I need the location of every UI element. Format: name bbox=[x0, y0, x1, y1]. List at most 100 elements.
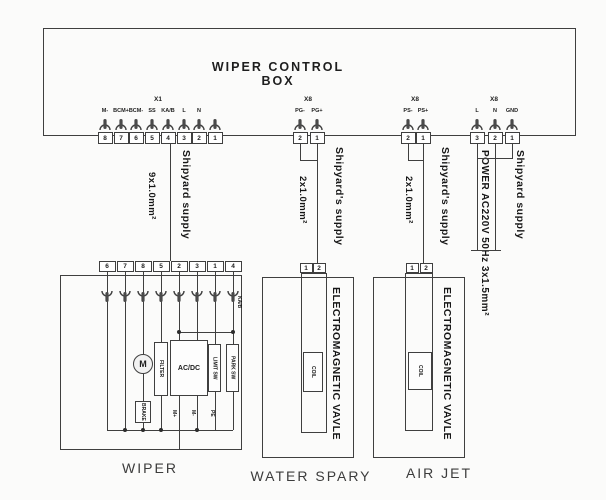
junction-dot bbox=[177, 330, 181, 334]
wire bbox=[215, 392, 216, 430]
terminal-hook-icon bbox=[402, 118, 414, 134]
wire bbox=[197, 272, 198, 340]
wire bbox=[512, 144, 513, 159]
wire bbox=[300, 160, 318, 161]
terminal-hook-icon bbox=[119, 287, 131, 303]
terminal-hook-icon bbox=[178, 118, 190, 134]
wire bbox=[408, 144, 409, 161]
junction-dot bbox=[159, 428, 163, 432]
terminal-hook-icon bbox=[209, 287, 221, 303]
terminal-hook-icon bbox=[227, 287, 239, 303]
limit-switch-box: LIMIT SW bbox=[208, 344, 221, 392]
terminal-number: 2 bbox=[419, 263, 433, 273]
terminal-hook-icon bbox=[137, 287, 149, 303]
terminal-hook-icon bbox=[115, 118, 127, 134]
wire bbox=[423, 144, 424, 263]
terminal-number: 2 bbox=[400, 132, 416, 144]
terminal-label: SS bbox=[148, 108, 156, 114]
terminal-hook-icon bbox=[489, 118, 501, 134]
terminal-hook-icon bbox=[99, 118, 111, 134]
brake-label: BRAKE bbox=[140, 403, 146, 421]
limit-switch-label: LIMIT SW bbox=[211, 356, 218, 380]
terminal-number: 1 bbox=[504, 132, 520, 144]
terminal-label: PS- bbox=[403, 108, 413, 114]
terminal-number: 1 bbox=[405, 263, 419, 273]
supply-label-wiper: Shipyard supply bbox=[180, 150, 192, 240]
terminal-hook-icon bbox=[506, 118, 518, 134]
terminal-hook-icon bbox=[146, 118, 158, 134]
terminal-number: 3 bbox=[176, 132, 192, 144]
wire bbox=[143, 272, 144, 354]
terminal-number: 6 bbox=[98, 261, 116, 272]
terminal-label: L bbox=[182, 108, 186, 114]
terminal-number: 1 bbox=[309, 132, 325, 144]
wire bbox=[179, 396, 180, 449]
power-rating-label: POWER AC220V 50Hz 3x1.5mm² bbox=[479, 150, 490, 317]
terminal-hook-icon bbox=[191, 287, 203, 303]
terminal-number: 4 bbox=[160, 132, 176, 144]
wire bbox=[300, 144, 301, 161]
terminal-number: 4 bbox=[224, 261, 242, 272]
terminal-label: PS+ bbox=[417, 108, 429, 114]
terminal-number: 2 bbox=[191, 132, 207, 144]
connector-group-label: X8 bbox=[411, 96, 419, 103]
brake-box: BRAKE bbox=[135, 401, 151, 423]
terminal-number: 2 bbox=[292, 132, 308, 144]
wire bbox=[161, 396, 162, 430]
terminal-number: 3 bbox=[469, 132, 485, 144]
wire bbox=[477, 144, 478, 250]
terminal-label: KA/B bbox=[161, 108, 175, 114]
wire bbox=[408, 160, 424, 161]
air-jet-valve-box bbox=[373, 277, 465, 458]
cable-size-label-water: 2x1.0mm² bbox=[297, 176, 308, 224]
wire bbox=[143, 423, 144, 430]
terminal-label: PG+ bbox=[311, 108, 323, 114]
acdc-converter-box: AC/DC bbox=[170, 340, 208, 396]
terminal-number: 7 bbox=[113, 132, 129, 144]
terminal-hook-icon bbox=[193, 118, 205, 134]
terminal-number: 3 bbox=[188, 261, 206, 272]
terminal-number: 2 bbox=[487, 132, 503, 144]
terminal-number: 5 bbox=[152, 261, 170, 272]
caption-wiper: WIPER bbox=[122, 460, 178, 476]
wire bbox=[495, 144, 496, 250]
supply-label-air: Shipyard's supply bbox=[439, 147, 451, 246]
terminal-number: 5 bbox=[144, 132, 160, 144]
terminal-number: 1 bbox=[415, 132, 431, 144]
terminal-label: GND bbox=[505, 108, 519, 114]
air-jet-valve-body bbox=[405, 273, 433, 431]
connector-group-label: X8 bbox=[490, 96, 498, 103]
terminal-number: 6 bbox=[128, 132, 144, 144]
terminal-hook-icon bbox=[173, 287, 185, 303]
terminal-hook-icon bbox=[471, 118, 483, 134]
terminal-label: N bbox=[493, 108, 497, 114]
terminal-number: 1 bbox=[206, 261, 224, 272]
terminal-number: 8 bbox=[97, 132, 113, 144]
terminal-number: 7 bbox=[116, 261, 134, 272]
terminal-hook-icon bbox=[162, 118, 174, 134]
bottom-wire-tag: M+ bbox=[171, 410, 177, 418]
filter-box: FILTER bbox=[154, 342, 168, 396]
junction-dot bbox=[195, 428, 199, 432]
terminal-hook-icon bbox=[130, 118, 142, 134]
park-switch-label: PARK SW bbox=[229, 356, 236, 380]
wire bbox=[107, 272, 108, 430]
wire bbox=[125, 272, 126, 430]
terminal-hook-icon bbox=[417, 118, 429, 134]
electromagnetic-valve-label: ELECTROMAGNETIC VAVLE bbox=[441, 287, 453, 441]
wire bbox=[477, 158, 513, 159]
terminal-hook-icon bbox=[311, 118, 323, 134]
park-switch-box: PARK SW bbox=[226, 344, 239, 392]
junction-dot bbox=[123, 428, 127, 432]
wire bbox=[161, 272, 162, 342]
terminal-hook-icon bbox=[294, 118, 306, 134]
terminal-number: 1 bbox=[299, 263, 313, 273]
terminal-hook-icon bbox=[101, 287, 113, 303]
wire bbox=[197, 396, 198, 430]
junction-dot bbox=[231, 330, 235, 334]
bottom-wire-tag: PE bbox=[209, 410, 215, 417]
coil-label: COIL bbox=[417, 365, 423, 377]
wire bbox=[317, 144, 318, 263]
connector-group-label: X1 bbox=[154, 96, 162, 103]
